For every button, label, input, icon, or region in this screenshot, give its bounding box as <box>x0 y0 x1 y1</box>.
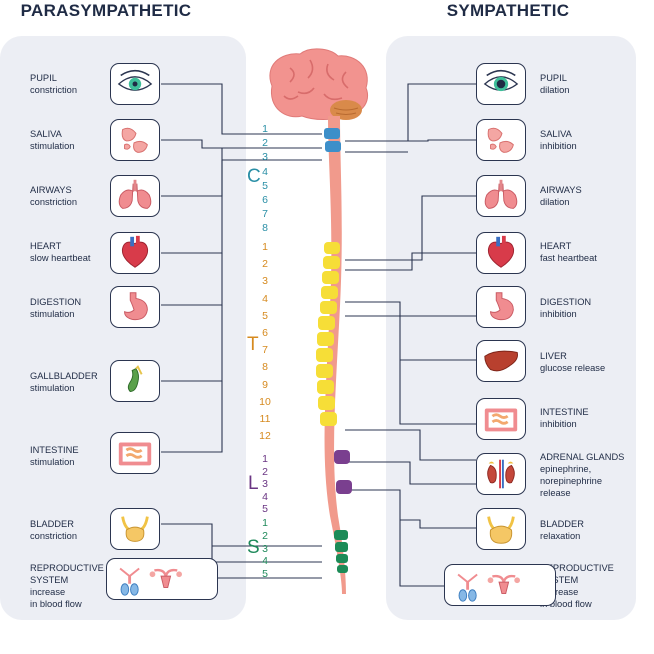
bladder-icon <box>487 516 515 544</box>
segment-number-c-4: 4 <box>262 165 268 178</box>
heart-icon <box>487 235 515 268</box>
segment-number-c-5: 5 <box>262 179 268 192</box>
reproductive-organs-icon <box>457 573 520 602</box>
segment-number-s-2: 2 <box>262 529 268 542</box>
left-gallbladder-box <box>110 360 160 402</box>
left-saliva-box <box>110 119 160 161</box>
right-saliva-box <box>476 119 526 161</box>
bladder-icon <box>121 516 149 542</box>
left-bladder-box <box>110 508 160 550</box>
segment-number-c-1: 1 <box>262 123 268 135</box>
segment-number-c-7: 7 <box>262 208 268 221</box>
sympathetic-title: SYMPATHETIC <box>446 1 570 20</box>
left-reproductive-box <box>106 558 218 600</box>
brain-spinal-cord-illustration <box>269 48 368 594</box>
left-intestine-box <box>110 432 160 474</box>
left-heart-box <box>110 232 160 274</box>
intestine-icon <box>484 408 518 432</box>
lungs-icon <box>118 179 152 209</box>
segment-number-s-3: 3 <box>262 542 268 555</box>
segment-number-s-1: 1 <box>262 517 268 529</box>
segment-number-t-12: 12 <box>259 430 271 443</box>
segment-number-t-7: 7 <box>262 344 268 357</box>
eye-icon <box>483 69 519 92</box>
segment-number-t-2: 2 <box>262 258 268 271</box>
segment-number-t-4: 4 <box>262 292 268 305</box>
salivary-gland-icon <box>121 127 148 153</box>
brain-icon <box>269 48 368 120</box>
heart-icon <box>121 235 149 268</box>
right-eye-box <box>476 63 526 105</box>
stomach-icon <box>490 292 514 321</box>
segment-number-l-5: 5 <box>262 503 268 516</box>
segment-number-t-11: 11 <box>259 413 271 425</box>
parasympathetic-title: PARASYMPATHETIC <box>20 1 192 20</box>
segment-number-c-3: 3 <box>262 151 268 164</box>
segment-number-t-6: 6 <box>262 327 268 339</box>
segment-number-l-1: 1 <box>262 453 268 465</box>
left-stomach-box <box>110 286 160 328</box>
segment-number-c-8: 8 <box>262 222 268 235</box>
stomach-icon <box>124 292 148 321</box>
segment-number-s-5: 5 <box>262 568 268 581</box>
segment-number-c-2: 2 <box>262 137 268 150</box>
cervical-letter: C <box>247 166 261 187</box>
kidneys-adrenal-icon <box>487 459 515 489</box>
left-airways-box <box>110 175 160 217</box>
sacral-letter: S <box>247 537 260 558</box>
gallbladder-icon <box>127 365 143 392</box>
segment-number-l-3: 3 <box>262 478 268 491</box>
segment-number-s-4: 4 <box>262 555 268 568</box>
right-airways-box <box>476 175 526 217</box>
segment-number-l-2: 2 <box>262 465 268 478</box>
segment-number-t-8: 8 <box>262 361 268 374</box>
left-eye-box <box>110 63 160 105</box>
right-heart-box <box>476 232 526 274</box>
segment-number-t-5: 5 <box>262 309 268 322</box>
intestine-icon <box>118 442 152 466</box>
right-intestine-box <box>476 398 526 440</box>
segment-number-t-3: 3 <box>262 275 268 288</box>
segment-number-l-4: 4 <box>262 490 268 503</box>
thoracic-letter: T <box>247 334 259 355</box>
segment-number-t-9: 9 <box>262 378 268 391</box>
segment-number-t-1: 1 <box>262 241 268 253</box>
right-stomach-box <box>476 286 526 328</box>
lungs-icon <box>484 179 518 209</box>
lumbar-letter: L <box>248 473 259 494</box>
reproductive-organs-icon <box>119 567 182 596</box>
liver-icon <box>484 350 518 372</box>
segment-number-t-10: 10 <box>259 395 271 408</box>
segment-number-c-6: 6 <box>262 194 268 206</box>
right-liver-box <box>476 340 526 382</box>
right-reproductive-box <box>444 564 556 606</box>
salivary-gland-icon <box>487 127 514 153</box>
eye-icon <box>117 69 153 91</box>
right-bladder-box <box>476 508 526 550</box>
right-adrenal-box <box>476 453 526 495</box>
